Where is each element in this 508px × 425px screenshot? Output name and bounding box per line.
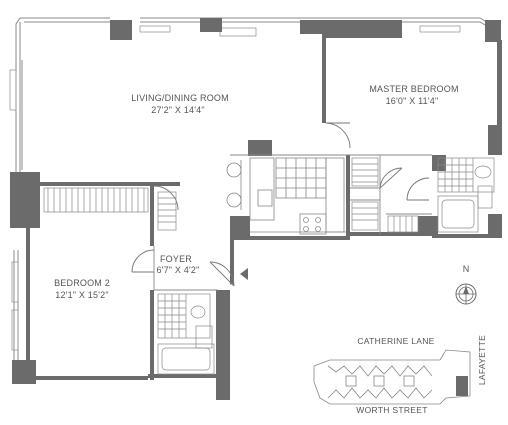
outer-wall-outline xyxy=(13,17,501,360)
living-room-dims: 27'2" X 14'4" xyxy=(151,105,204,115)
bedroom-2-dims: 12'1" X 15'2" xyxy=(55,290,108,300)
interior-lines xyxy=(153,154,432,291)
living-room-name: LIVING/DINING ROOM xyxy=(131,93,229,103)
north-street-label: CATHERINE LANE xyxy=(357,336,434,346)
north-compass: N xyxy=(455,264,477,305)
north-label: N xyxy=(463,264,470,274)
foyer-dims: 6'7" X 4'2" xyxy=(156,265,199,275)
master-bathroom xyxy=(437,157,495,233)
master-bedroom-dims: 16'0" X 11'4" xyxy=(386,96,439,106)
walls xyxy=(10,18,502,400)
entry-arrow-icon xyxy=(240,268,248,280)
foyer-name: FOYER xyxy=(160,254,192,264)
bedroom-2-name: BEDROOM 2 xyxy=(54,278,110,288)
kitchen xyxy=(226,157,346,235)
second-bathroom xyxy=(157,293,215,375)
master-bedroom-name: MASTER BEDROOM xyxy=(369,84,458,94)
east-street-label: LAFAYETTE xyxy=(477,335,487,385)
key-plan: CATHERINE LANE WORTH STREET LAFAYETTE xyxy=(313,335,487,415)
south-street-label: WORTH STREET xyxy=(356,405,427,415)
doors xyxy=(131,122,430,287)
unit-highlight xyxy=(456,376,468,396)
closet-shelves xyxy=(43,157,419,233)
building-footprint xyxy=(313,349,471,405)
